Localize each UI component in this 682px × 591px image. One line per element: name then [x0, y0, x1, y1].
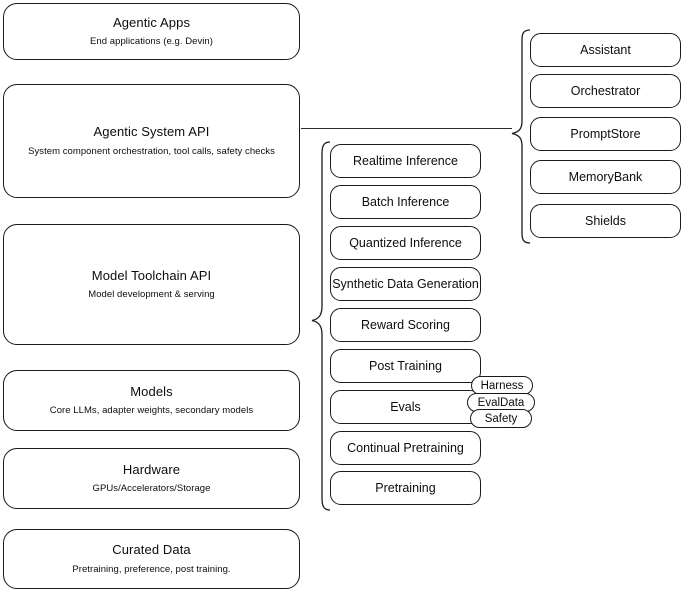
chip-label: Shields — [585, 214, 626, 228]
toolchain-chip-pretraining[interactable]: Pretraining — [330, 471, 481, 505]
layer-box-model-toolchain-api[interactable]: Model Toolchain API Model development & … — [3, 224, 300, 345]
layer-title: Hardware — [122, 461, 181, 477]
system-chip-orchestrator[interactable]: Orchestrator — [530, 74, 681, 108]
toolchain-chip-reward-scoring[interactable]: Reward Scoring — [330, 308, 481, 342]
chip-label: MemoryBank — [568, 170, 643, 184]
layer-title: Curated Data — [112, 542, 191, 558]
chip-label: Pretraining — [375, 481, 436, 495]
chip-label: Quantized Inference — [349, 236, 462, 250]
layer-box-hardware[interactable]: Hardware GPUs/Accelerators/Storage — [3, 448, 300, 509]
connector-line-system-api-to-components — [301, 128, 512, 129]
layer-box-models[interactable]: Models Core LLMs, adapter weights, secon… — [3, 370, 300, 431]
chip-label: Continual Pretraining — [347, 441, 464, 455]
layer-title: Model Toolchain API — [91, 267, 212, 283]
chip-label: Batch Inference — [361, 195, 450, 209]
system-chip-shields[interactable]: Shields — [530, 204, 681, 238]
layer-subtitle: End applications (e.g. Devin) — [90, 36, 213, 48]
chip-label: Evals — [390, 400, 421, 414]
toolchain-chip-quantized-inference[interactable]: Quantized Inference — [330, 226, 481, 260]
toolchain-chip-evals[interactable]: Evals — [330, 390, 481, 424]
system-chip-memorybank[interactable]: MemoryBank — [530, 160, 681, 194]
chip-label: Realtime Inference — [353, 154, 458, 168]
layer-box-curated-data[interactable]: Curated Data Pretraining, preference, po… — [3, 529, 300, 589]
layer-box-agentic-system-api[interactable]: Agentic System API System component orch… — [3, 84, 300, 198]
chip-label: Assistant — [580, 43, 631, 57]
chip-label: Reward Scoring — [361, 318, 450, 332]
layer-subtitle: Model development & serving — [88, 289, 215, 301]
chip-label: Post Training — [369, 359, 442, 373]
eval-tag-safety[interactable]: Safety — [470, 409, 532, 428]
chip-label: Orchestrator — [570, 84, 641, 98]
toolchain-chip-synthetic-data-generation[interactable]: Synthetic Data Generation — [330, 267, 481, 301]
layer-subtitle: GPUs/Accelerators/Storage — [92, 483, 211, 495]
toolchain-chip-post-training[interactable]: Post Training — [330, 349, 481, 383]
tag-label: Harness — [480, 379, 524, 392]
eval-tag-evaldata[interactable]: EvalData — [467, 393, 535, 412]
system-chip-assistant[interactable]: Assistant — [530, 33, 681, 67]
layer-title: Agentic System API — [93, 124, 210, 140]
layer-subtitle: Pretraining, preference, post training. — [72, 563, 231, 575]
layer-title: Agentic Apps — [112, 14, 191, 30]
system-chip-promptstore[interactable]: PromptStore — [530, 117, 681, 151]
layer-subtitle: Core LLMs, adapter weights, secondary mo… — [49, 405, 254, 417]
toolchain-chip-realtime-inference[interactable]: Realtime Inference — [330, 144, 481, 178]
layer-title: Models — [130, 383, 173, 399]
tag-label: Safety — [484, 412, 518, 425]
chip-label: Synthetic Data Generation — [332, 277, 479, 291]
layer-box-agentic-apps[interactable]: Agentic Apps End applications (e.g. Devi… — [3, 3, 300, 60]
toolchain-chip-batch-inference[interactable]: Batch Inference — [330, 185, 481, 219]
brace-toolchain-components — [311, 141, 331, 511]
layer-subtitle: System component orchestration, tool cal… — [28, 145, 275, 157]
toolchain-chip-continual-pretraining[interactable]: Continual Pretraining — [330, 431, 481, 465]
chip-label: PromptStore — [570, 127, 641, 141]
tag-label: EvalData — [477, 396, 525, 409]
brace-system-components — [511, 29, 531, 244]
